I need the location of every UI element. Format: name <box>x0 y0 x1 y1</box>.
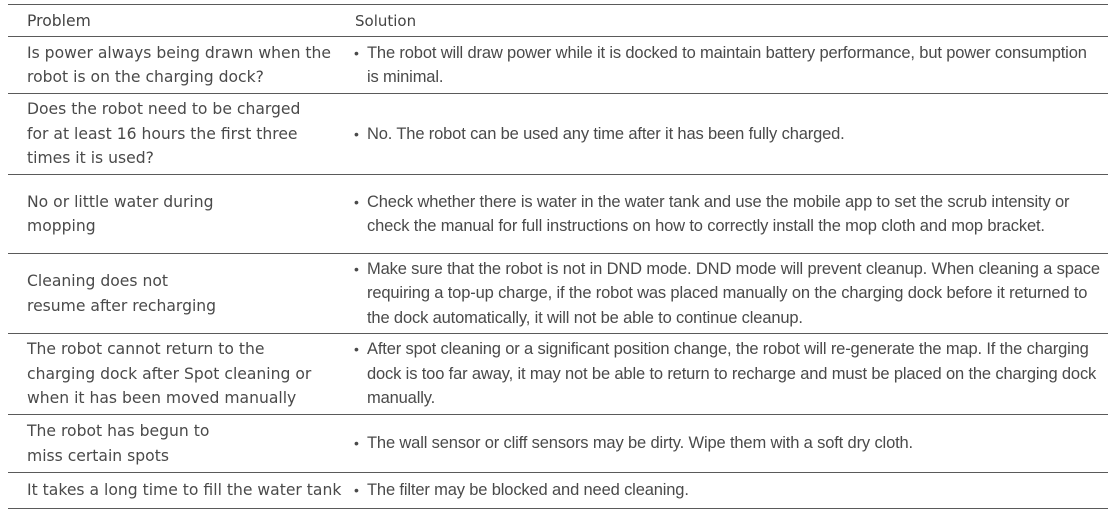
problem-cell: No or little water during mopping <box>27 192 214 236</box>
problem-cell: Does the robot need to be charged for at… <box>27 100 301 168</box>
table-row: Is power always being drawn when the rob… <box>8 37 1108 94</box>
problem-cell: The robot cannot return to the charging … <box>27 340 312 408</box>
bullet-icon: • <box>354 435 359 452</box>
solution-cell: •The filter may be blocked and need clea… <box>346 473 1108 508</box>
header-solution: Solution <box>355 12 417 30</box>
table-row: The robot cannot return to the charging … <box>8 334 1108 415</box>
header-problem: Problem <box>27 11 91 30</box>
problem-cell: The robot has begun to miss certain spot… <box>27 422 210 465</box>
solution-cell: •The robot will draw power while it is d… <box>346 37 1108 93</box>
table-row: Cleaning does not resume after rechargin… <box>8 254 1108 334</box>
solution-cell: •After spot cleaning or a significant po… <box>346 334 1108 414</box>
solution-cell: •Make sure that the robot is not in DND … <box>346 254 1108 333</box>
bullet-icon: • <box>354 125 359 142</box>
solution-cell: •The wall sensor or cliff sensors may be… <box>346 415 1108 472</box>
bullet-icon: • <box>354 260 359 277</box>
table-row: Does the robot need to be charged for at… <box>8 94 1108 175</box>
table-header-row: Problem Solution <box>8 4 1108 37</box>
bullet-icon: • <box>354 44 359 61</box>
table-row: No or little water during mopping •Check… <box>8 175 1108 254</box>
problem-cell: Cleaning does not resume after rechargin… <box>27 272 217 315</box>
problem-cell: It takes a long time to fill the water t… <box>27 481 342 500</box>
table-row: The robot has begun to miss certain spot… <box>8 415 1108 473</box>
solution-cell: •Check whether there is water in the wat… <box>346 175 1108 253</box>
problem-cell: Is power always being drawn when the rob… <box>27 43 332 87</box>
bullet-icon: • <box>354 341 359 358</box>
troubleshooting-table: Problem Solution Is power always being d… <box>8 4 1108 509</box>
solution-cell: •No. The robot can be used any time afte… <box>346 94 1108 174</box>
bullet-icon: • <box>354 193 359 210</box>
bullet-icon: • <box>354 482 359 499</box>
table-row: It takes a long time to fill the water t… <box>8 473 1108 509</box>
